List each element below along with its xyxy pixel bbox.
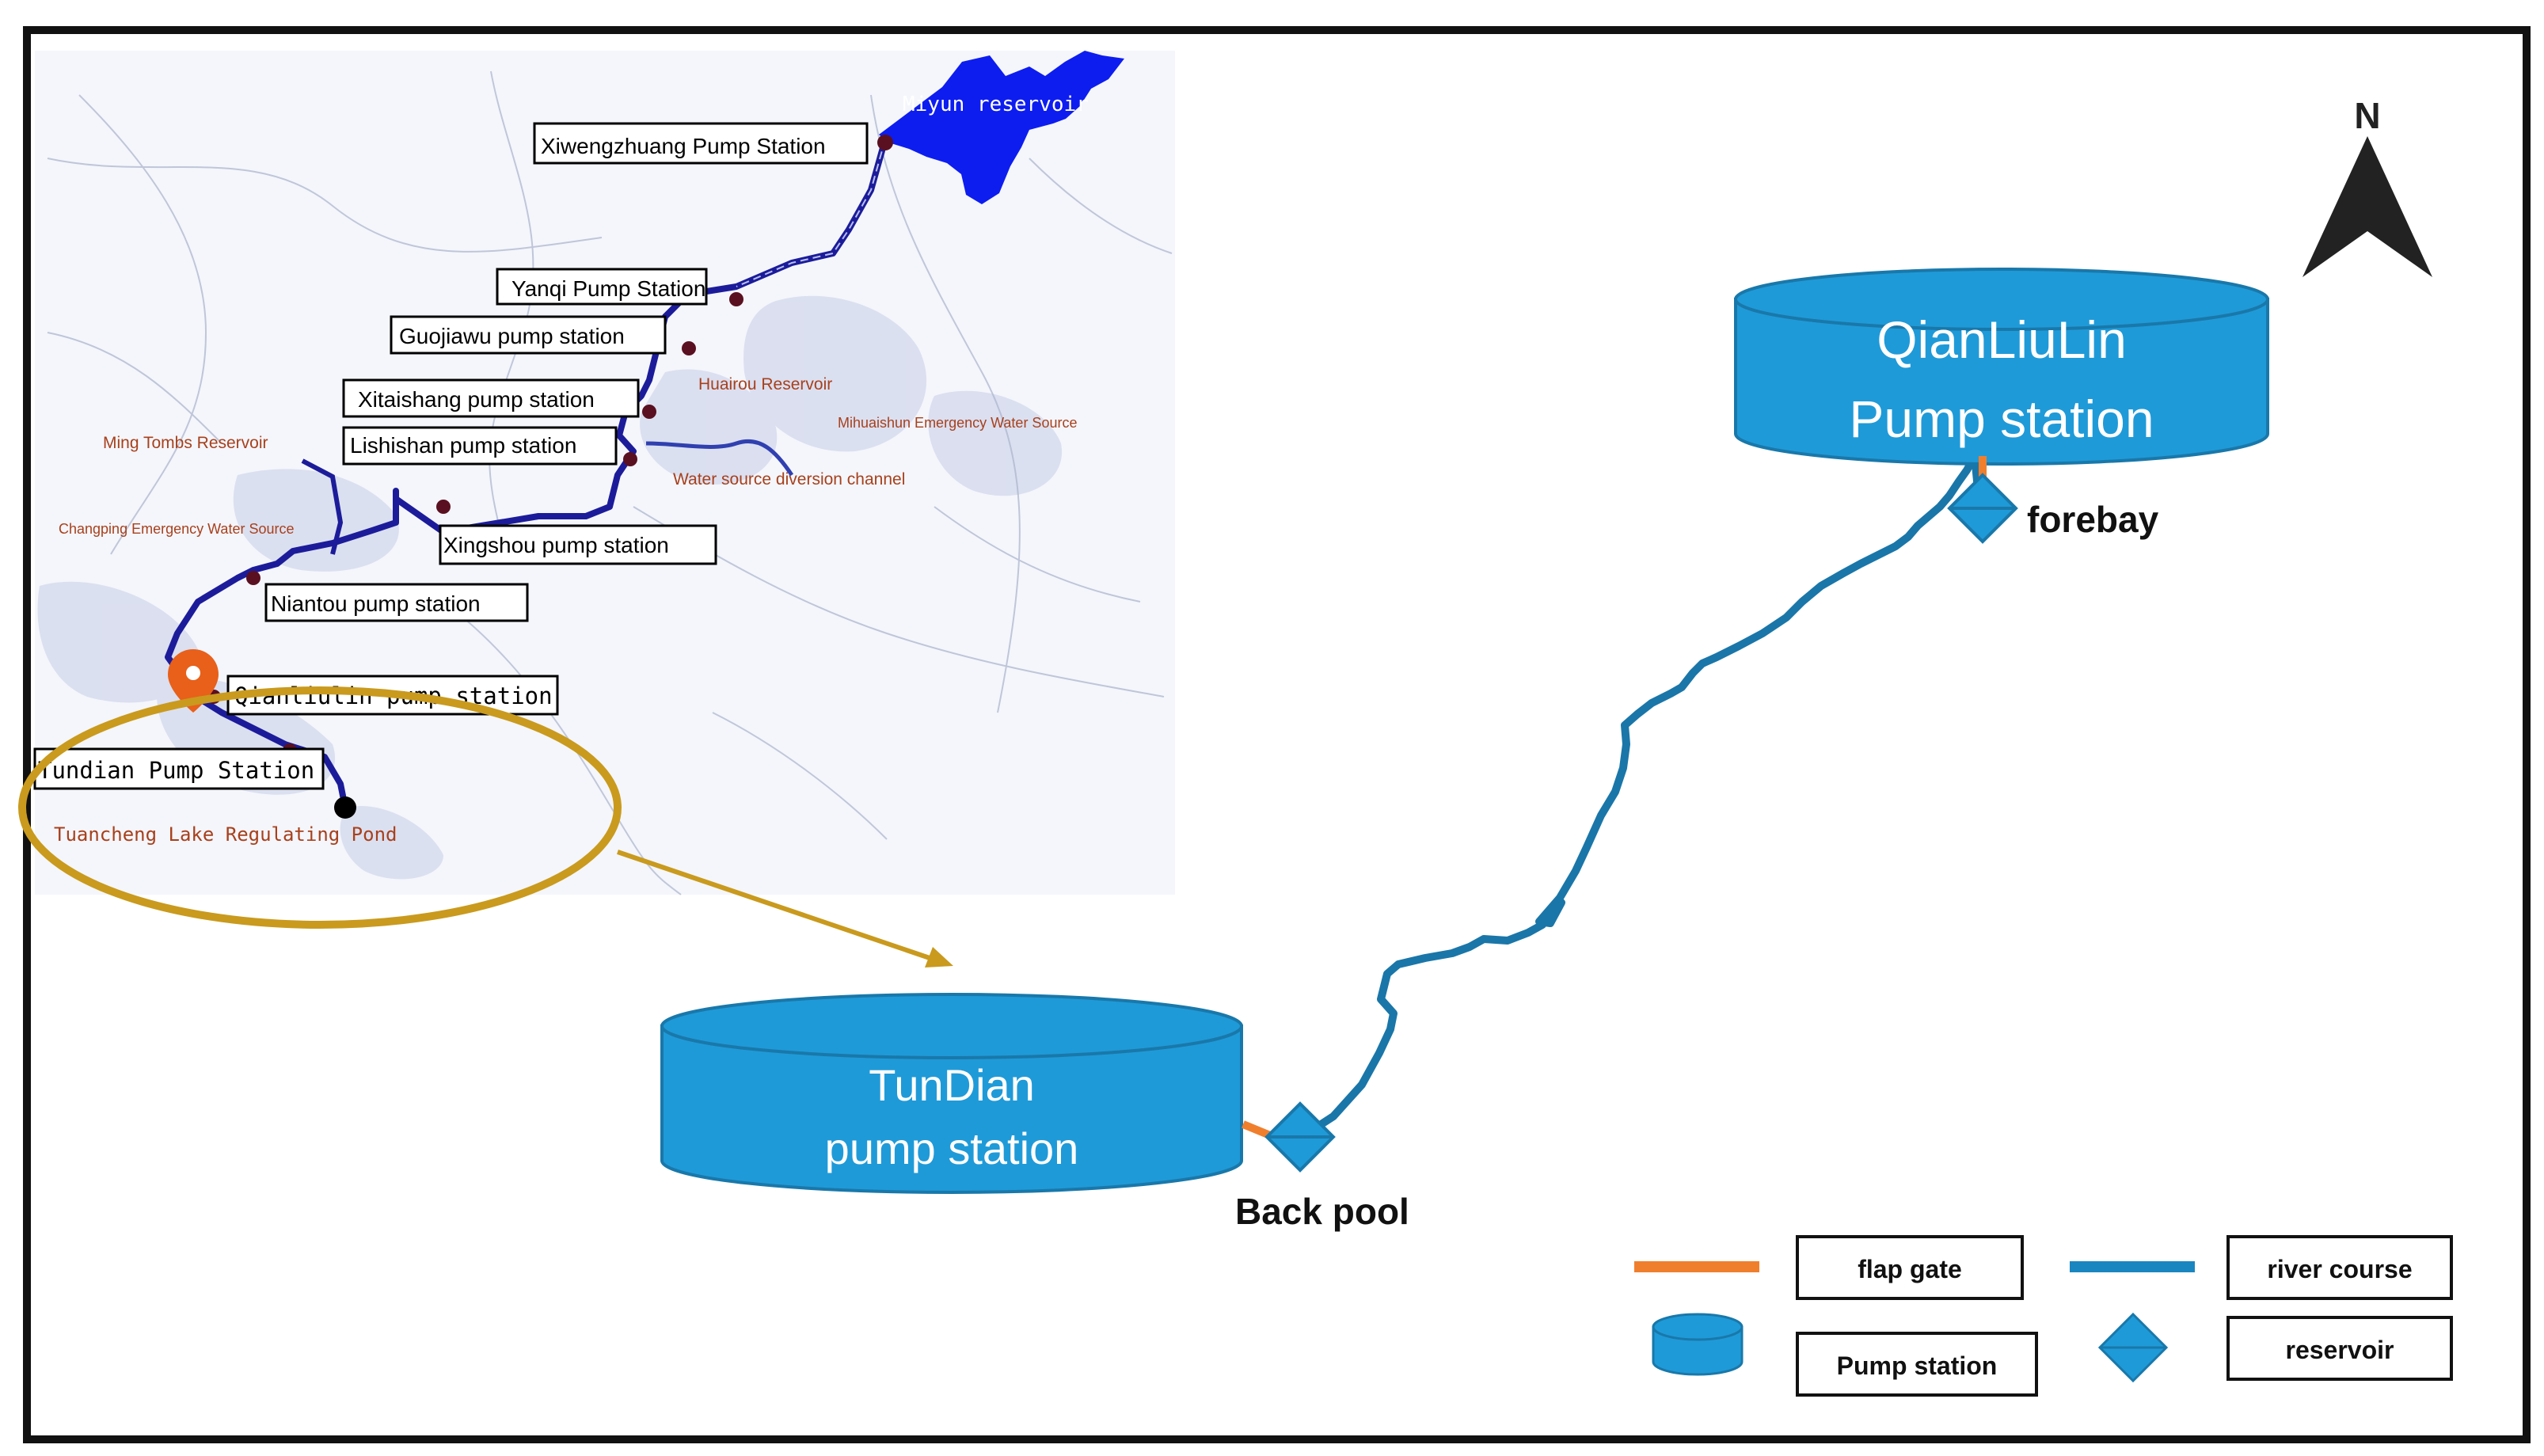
- back-pool-reservoir-icon: [1264, 1101, 1336, 1173]
- north-arrow-icon: N: [2303, 95, 2432, 277]
- legend-pump-station-icon: [1652, 1313, 1744, 1376]
- legend: flap gate river course Pump station rese…: [1634, 1235, 2453, 1397]
- legend-reservoir-label: reservoir: [2286, 1336, 2394, 1364]
- label-xiwengzhuang: Xiwengzhuang Pump Station: [533, 122, 869, 165]
- label-yanqi: Yanqi Pump Station: [496, 268, 708, 306]
- place-mihuaishun: Mihuaishun Emergency Water Source: [838, 415, 1077, 431]
- place-diversion: Water source diversion channel: [673, 470, 905, 489]
- legend-flap-gate-label: flap gate: [1858, 1255, 1962, 1283]
- route-map: Miyun reservoir Xiwengzhuang Pump Statio…: [33, 51, 1175, 895]
- miyun-reservoir-shape: [879, 51, 1124, 204]
- label-niantou: Niantou pump station: [264, 583, 529, 622]
- tundian-title-line2: pump station: [825, 1123, 1079, 1173]
- tundian-title-line1: TunDian: [869, 1060, 1035, 1110]
- flap-gate-tundian: [1242, 1120, 1272, 1139]
- forebay-label: forebay: [2027, 499, 2159, 540]
- ming-tombs-branch: [301, 458, 344, 555]
- label-lishishan: Lishishan pump station: [342, 426, 618, 466]
- legend-reservoir-icon: [2097, 1312, 2169, 1383]
- svg-text:Lishishan pump station: Lishishan pump station: [350, 433, 576, 458]
- qianliulin-title-line2: Pump station: [1849, 390, 2154, 448]
- svg-text:Xitaishang pump station: Xitaishang pump station: [358, 387, 595, 412]
- diversion-branch: [645, 439, 794, 477]
- qianliulin-pump-station: QianLiuLin Pump station: [1734, 268, 2269, 466]
- label-xingshou: Xingshou pump station: [439, 524, 717, 565]
- map-roads: [47, 70, 1173, 895]
- outer-frame: [23, 26, 2531, 1443]
- label-xitaishang: Xitaishang pump station: [342, 378, 640, 418]
- svg-text:Xiwengzhuang Pump Station: Xiwengzhuang Pump Station: [541, 134, 826, 158]
- svg-text:Guojiawu pump station: Guojiawu pump station: [399, 324, 625, 348]
- place-ming-tombs: Ming Tombs Reservoir: [103, 434, 268, 452]
- label-miyun: Miyun reservoir: [903, 93, 1089, 116]
- legend-river-course-label: river course: [2267, 1255, 2412, 1283]
- svg-text:Niantou pump station: Niantou pump station: [271, 591, 481, 616]
- svg-text:Tundian Pump Station: Tundian Pump Station: [38, 757, 314, 784]
- tundian-pump-station: TunDian pump station: [660, 993, 1243, 1194]
- place-changping: Changping Emergency Water Source: [59, 521, 294, 537]
- place-tuancheng: Tuancheng Lake Regulating Pond: [54, 823, 397, 846]
- callout-ellipse: [18, 686, 622, 929]
- legend-pump-station-label: Pump station: [1837, 1351, 1998, 1380]
- forebay-reservoir-icon: [1947, 473, 2018, 544]
- callout-arrow: [617, 850, 953, 967]
- svg-text:Miyun reservoir: Miyun reservoir: [903, 93, 1089, 116]
- svg-text:Yanqi Pump Station: Yanqi Pump Station: [511, 276, 705, 301]
- water-route-inner: [736, 139, 886, 287]
- back-pool-label: Back pool: [1235, 1191, 1409, 1232]
- place-huairou: Huairou Reservoir: [698, 375, 832, 393]
- label-guojiawu: Guojiawu pump station: [390, 315, 667, 355]
- label-tundian: Tundian Pump Station: [33, 747, 325, 790]
- compass-label: N: [2354, 95, 2380, 136]
- river-course: [1298, 452, 1985, 1141]
- qianliulin-title-line1: QianLiuLin: [1877, 310, 2127, 369]
- svg-text:Xingshou pump station: Xingshou pump station: [443, 533, 669, 557]
